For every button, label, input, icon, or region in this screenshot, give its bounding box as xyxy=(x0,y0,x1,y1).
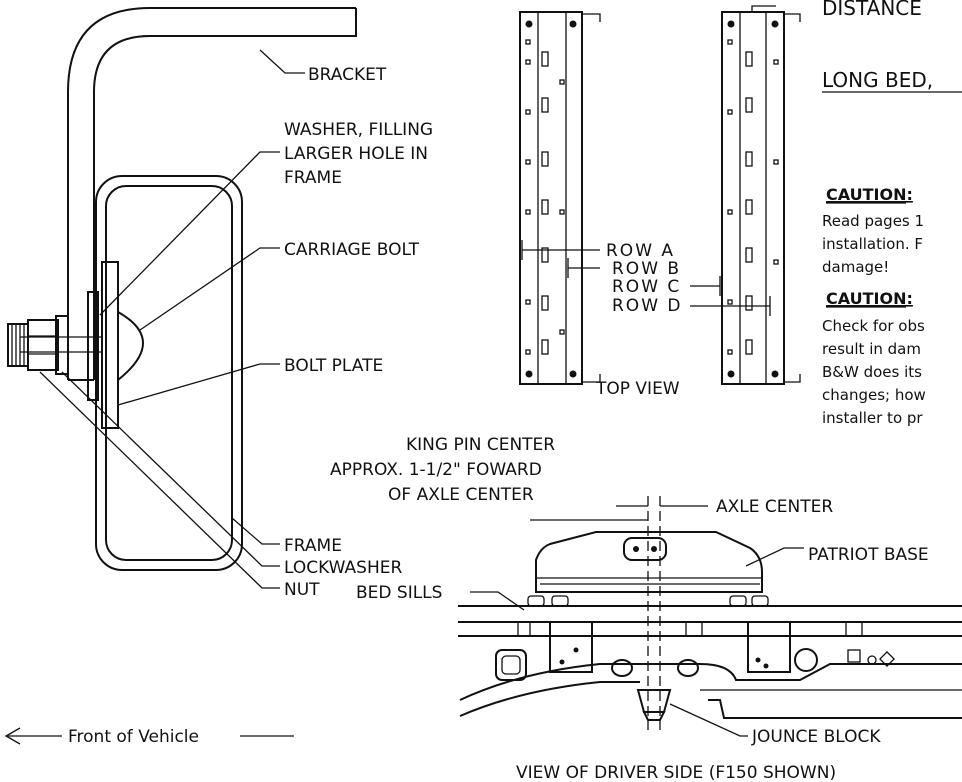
rail-right xyxy=(721,5,801,385)
distance-heading: DISTANCE xyxy=(822,0,922,20)
left-leaders xyxy=(39,49,305,589)
patriot-base-label: PATRIOT BASE xyxy=(808,545,929,565)
king-pin-label-line3: OF AXLE CENTER xyxy=(388,485,534,505)
row-b-label: ROW B xyxy=(612,259,681,279)
caution-text-2-line1: Check for obs xyxy=(822,317,925,335)
caution-text-2-line4: changes; how xyxy=(822,386,926,404)
king-pin-label-line2: APPROX. 1-1/2" FOWARD xyxy=(330,460,542,480)
front-of-vehicle-arrow xyxy=(4,727,294,745)
caution-text-2-line2: result in dam xyxy=(822,340,921,358)
lockwasher-label: LOCKWASHER xyxy=(284,558,402,578)
caution-text-1-line1: Read pages 1 xyxy=(822,212,924,230)
row-d-label: ROW D xyxy=(612,296,683,316)
bolt-plate xyxy=(101,261,119,429)
top-view-label: TOP VIEW xyxy=(595,379,680,399)
view-caption: VIEW OF DRIVER SIDE (F150 SHOWN) xyxy=(516,763,836,782)
patriot-base xyxy=(535,531,763,593)
bracket-inner xyxy=(93,8,357,380)
rail-left xyxy=(519,11,601,385)
long-bed-heading: LONG BED, xyxy=(822,68,933,92)
row-a-label: ROW A xyxy=(606,241,675,261)
axle-center-label: AXLE CENTER xyxy=(716,497,833,517)
bolt-thread xyxy=(7,323,29,367)
caution-text-2-line3: B&W does its xyxy=(822,363,922,381)
washer xyxy=(87,291,99,401)
bracket-outer xyxy=(67,7,356,380)
king-pin-label-line1: KING PIN CENTER xyxy=(406,435,555,455)
bolt-plate-label: BOLT PLATE xyxy=(284,356,383,376)
caution-text-2-line5: installer to pr xyxy=(822,409,923,427)
caution-title-1: CAUTION: xyxy=(826,185,913,204)
row-c-label: ROW C xyxy=(612,277,681,297)
caution-text-1-line2: installation. F xyxy=(822,235,923,253)
bracket-assembly-drawing xyxy=(7,7,357,571)
carriage-bolt-label: CARRIAGE BOLT xyxy=(284,240,420,260)
nut xyxy=(27,319,59,371)
washer-label-line3: FRAME xyxy=(284,168,342,188)
front-of-vehicle-label: Front of Vehicle xyxy=(68,727,199,747)
jounce-block xyxy=(636,689,672,713)
caution-title-2: CAUTION: xyxy=(826,289,913,308)
carriage-bolt-head xyxy=(117,311,144,381)
frame-label: FRAME xyxy=(284,536,342,556)
bed-sills-label: BED SILLS xyxy=(356,583,442,603)
bracket-label: BRACKET xyxy=(308,65,387,85)
frame-outer xyxy=(95,175,243,571)
nut-label: NUT xyxy=(284,580,320,600)
jounce-block-label: JOUNCE BLOCK xyxy=(751,727,881,747)
frame-inner xyxy=(105,185,233,561)
caution-text-1-line3: damage! xyxy=(822,258,889,276)
lockwasher xyxy=(55,315,69,375)
washer-label-line1: WASHER, FILLING xyxy=(284,120,433,140)
side-view-drawing xyxy=(458,496,962,737)
washer-label-line2: LARGER HOLE IN xyxy=(284,144,428,164)
row-indicators xyxy=(521,240,771,316)
